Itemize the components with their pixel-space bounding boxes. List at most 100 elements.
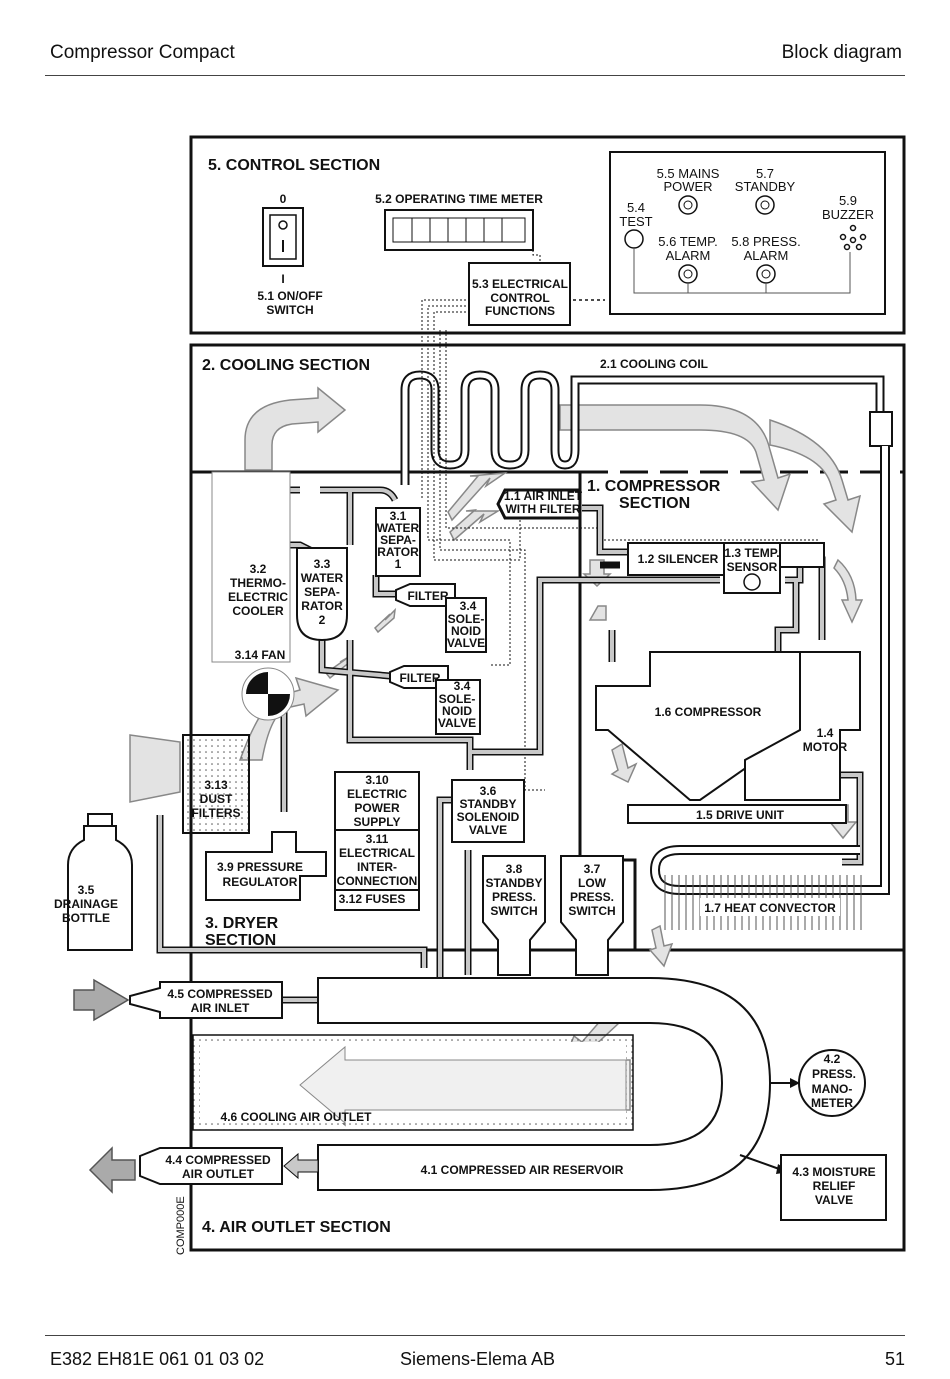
solenoid-lower-label-2: SOLE- <box>439 692 476 706</box>
pressure-regulator <box>205 831 327 901</box>
standby-valve-label-2: STANDBY <box>459 797 516 811</box>
solenoid-lower-label-4: VALVE <box>438 716 476 730</box>
standby-valve-label-4: VALVE <box>469 823 507 837</box>
thermo-cooler-label-3: ELECTRIC <box>228 590 288 604</box>
thermo-cooler-label-2: THERMO- <box>230 576 286 590</box>
compressed-air-inlet <box>129 981 283 1019</box>
press-alarm-label-2: ALARM <box>744 248 789 263</box>
standby-switch-label-4: SWITCH <box>490 904 537 918</box>
compressor-section-title-2: SECTION <box>619 495 690 512</box>
moisture-valve-label-3: VALVE <box>815 1193 853 1207</box>
press-manometer <box>798 1049 866 1117</box>
standby-label-2: STANDBY <box>735 179 796 194</box>
test-label-2: TEST <box>619 214 652 229</box>
interconnection-label-3: INTER- <box>357 860 397 874</box>
compressor-label: 1.6 COMPRESSOR <box>655 705 762 719</box>
mains-power-lamp <box>678 195 698 215</box>
water-sep1-label-5: 1 <box>395 557 402 571</box>
compressed-outlet-label-1: 4.4 COMPRESSED <box>165 1153 271 1167</box>
standby-label-1: 5.7 <box>756 166 774 181</box>
drawing-code: COMP000E <box>175 1196 187 1255</box>
fan-icon <box>241 667 295 721</box>
drive-unit-label: 1.5 DRIVE UNIT <box>696 808 785 822</box>
power-supply-label-1: 3.10 <box>365 773 389 787</box>
low-switch-label-2: LOW <box>578 876 607 890</box>
page-header-right: Block diagram <box>781 42 902 63</box>
switch-i-label: I <box>281 272 284 286</box>
silencer-label: 1.2 SILENCER <box>638 552 719 566</box>
standby-lamp <box>755 195 775 215</box>
drainage-bottle <box>67 825 133 951</box>
solenoid-lower-label-3: NOID <box>442 704 472 718</box>
compressed-inlet-label-2: AIR INLET <box>191 1001 250 1015</box>
fuses-label: 3.12 FUSES <box>339 892 406 906</box>
interconnection-label-2: ELECTRICAL <box>339 846 415 860</box>
dust-filters-label-2: DUST <box>200 792 233 806</box>
mains-label-2: POWER <box>663 179 712 194</box>
temp-sensor-label-2: SENSOR <box>727 560 778 574</box>
interconnection-label-1: 3.11 <box>366 832 389 846</box>
electrical-control-box <box>468 262 571 326</box>
interconnection-label-4: CONNECTION <box>337 874 418 888</box>
power-supply-label-4: SUPPLY <box>354 815 401 829</box>
low-switch-label-1: 3.7 <box>584 862 601 876</box>
dust-filters-label-3: FILTERS <box>191 806 240 820</box>
silencer <box>627 542 725 576</box>
temp-sensor-label-1: 1.3 TEMP. <box>724 546 779 560</box>
control-section-title: 5. CONTROL SECTION <box>208 157 380 174</box>
power-supply-label-2: ELECTRIC <box>347 787 407 801</box>
standby-valve-label-3: SOLENOID <box>457 810 520 824</box>
solenoid-upper-label-4: VALVE <box>447 636 485 650</box>
operating-time-meter <box>384 209 534 251</box>
buzzer-label-1: 5.9 <box>839 193 857 208</box>
motor-label-1: 1.4 <box>817 726 834 740</box>
motor-label-2: MOTOR <box>803 740 848 754</box>
solenoid-valve-lower <box>435 679 481 735</box>
cooling-outlet-label: 4.6 COOLING AIR OUTLET <box>221 1110 373 1124</box>
solenoid-upper-label-1: 3.4 <box>460 599 477 613</box>
switch-on-label: 0 <box>280 192 287 206</box>
thermo-cooler-label-1: 3.2 <box>250 562 267 576</box>
motor <box>744 651 861 801</box>
press-alarm-label-1: 5.8 PRESS. <box>731 234 800 249</box>
moisture-valve-label-1: 4.3 MOISTURE <box>792 1165 875 1179</box>
manometer-label-1: 4.2 <box>824 1052 841 1066</box>
air-inlet-label-2: WITH FILTER <box>505 502 580 516</box>
test-button[interactable] <box>624 229 644 249</box>
footer-company: Siemens-Elema AB <box>400 1349 556 1369</box>
control-section: 5. CONTROL SECTION 0 I 5.1 ON/OFF SWITCH… <box>189 135 906 335</box>
manometer-label-2: PRESS. <box>812 1067 856 1081</box>
standby-solenoid-valve <box>451 779 525 843</box>
standby-switch-label-1: 3.8 <box>506 862 523 876</box>
switch-o-icon <box>278 220 288 230</box>
mains-label-1: 5.5 MAINS <box>657 166 720 181</box>
outlet-section-title: 4. AIR OUTLET SECTION <box>202 1219 391 1236</box>
low-switch-label-4: SWITCH <box>568 904 615 918</box>
electrical-label-3: FUNCTIONS <box>485 304 555 318</box>
buzzer-label-2: BUZZER <box>822 207 874 222</box>
standby-valve-label-1: 3.6 <box>480 784 497 798</box>
thermo-electric-cooler <box>211 471 291 663</box>
footer-page-number: 51 <box>884 1349 905 1369</box>
water-sep2-label-4: RATOR <box>301 599 343 613</box>
water-sep2-label-2: WATER <box>301 571 344 585</box>
low-pressure-switch <box>560 855 624 976</box>
switch-label-1: 5.1 ON/OFF <box>257 289 322 303</box>
water-sep2-label-1: 3.3 <box>314 557 331 571</box>
water-sep2-label-3: SEPA- <box>304 585 340 599</box>
fan-label: 3.14 FAN <box>235 648 286 662</box>
thermo-cooler-label-4: COOLER <box>232 604 284 618</box>
heat-convector <box>649 446 890 930</box>
temp-alarm-label-1: 5.6 TEMP. <box>658 234 718 249</box>
compressor-section-title-1: 1. COMPRESSOR <box>587 478 721 495</box>
test-label-1: 5.4 <box>627 200 645 215</box>
power-supply-label-3: POWER <box>354 801 400 815</box>
air-inlet-filter <box>496 488 582 520</box>
manometer-label-3: MANO- <box>812 1082 853 1096</box>
water-sep1-label-4: RATOR <box>377 545 419 559</box>
water-separator-2 <box>296 547 348 642</box>
pressure-reg-label-1: 3.9 PRESSURE <box>217 860 303 874</box>
electrical-stack <box>334 771 420 911</box>
moisture-relief-valve <box>780 1154 887 1221</box>
